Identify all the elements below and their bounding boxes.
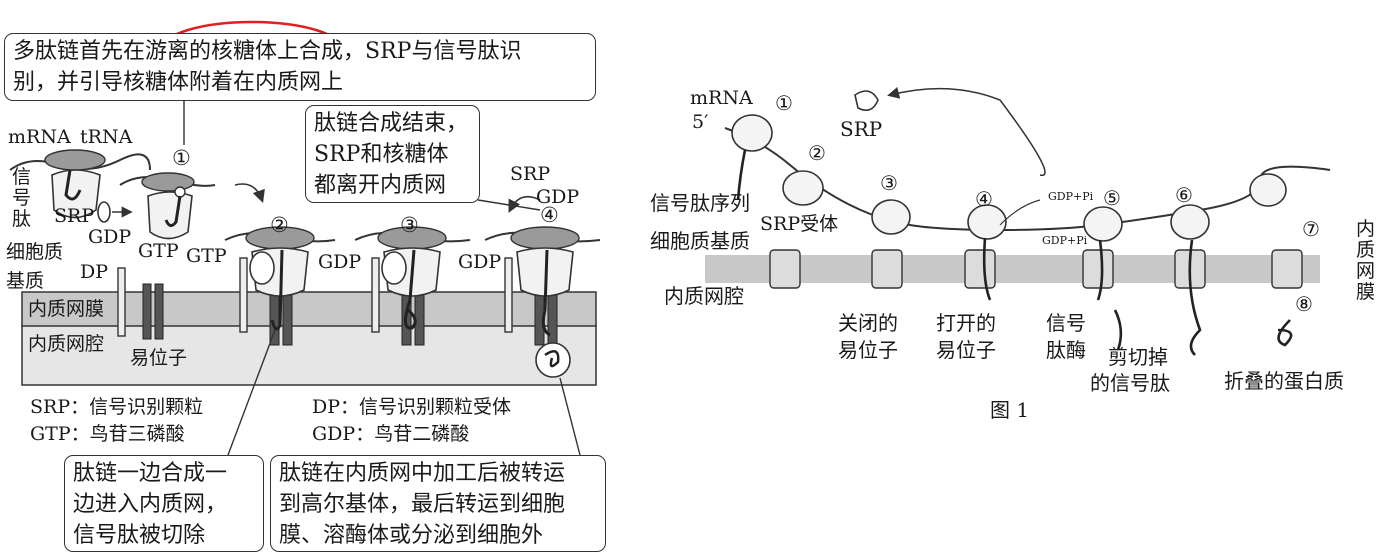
callout-top: 多肽链首先在游离的核糖体上合成，SRP与信号肽识 别，并引导核糖体附着在内质网上 [4, 33, 596, 101]
step-4-marker: ④ [540, 203, 559, 227]
callout-top-line-1: 多肽链首先在游离的核糖体上合成，SRP与信号肽识 [13, 36, 587, 67]
gdp-pi-label-2: GDP+Pi [1042, 234, 1088, 247]
closed-translocon-label-2: 易位子 [838, 338, 898, 362]
srp-free-shape [855, 91, 878, 110]
right-step-5: ⑤ [1103, 186, 1121, 210]
right-step-3: ③ [880, 171, 898, 195]
callout-br-line-1: 肽链在内质网中加工后被转运 [279, 458, 597, 489]
five-prime-label: 5′ [692, 111, 708, 133]
dp-label: DP [80, 261, 108, 283]
er-membrane-label: 内质网膜 [28, 298, 104, 320]
legend-right: DP：信号识别颗粒受体 GDP：鸟苷二磷酸 [312, 394, 511, 448]
legend-gdp: GDP：鸟苷二磷酸 [312, 421, 511, 448]
signal-peptide-label-2: 号 [12, 187, 31, 209]
step-3-marker: ③ [400, 213, 419, 237]
right-mrna-label: mRNA [690, 87, 753, 109]
signal-peptide-label-1: 信 [12, 166, 31, 188]
right-step-7: ⑦ [1302, 217, 1320, 241]
figure-caption: 图 1 [990, 398, 1029, 422]
cleaved-signal-label-1: 剪切掉 [1108, 345, 1168, 369]
right-step-8: ⑧ [1295, 292, 1313, 316]
closed-translocon-label-1: 关闭的 [838, 311, 898, 335]
callout-bl-line-2: 边进入内质网， [73, 489, 255, 520]
right-er-membrane-label-2: 质 [1356, 239, 1375, 261]
signal-peptidase-label-1: 信号 [1046, 311, 1086, 335]
callout-top-line-2: 别，并引导核糖体附着在内质网上 [13, 67, 587, 98]
cytoplasm-label-1: 细胞质 [6, 241, 63, 263]
signal-peptidase-label-2: 肽酶 [1046, 338, 1086, 362]
folded-protein-label: 折叠的蛋白质 [1224, 369, 1344, 393]
callout-br-line-2: 到高尔基体，最后转运到细胞 [279, 489, 597, 520]
gdp-label-4: GDP [458, 251, 501, 273]
gdp-label: GDP [88, 226, 131, 248]
callout-bl-line-3: 信号肽被切除 [73, 520, 255, 551]
callout-br-line-3: 膜、溶酶体或分泌到细胞外 [279, 520, 597, 551]
er-lumen-label: 内质网腔 [28, 333, 104, 355]
right-er-membrane-label-4: 膜 [1356, 281, 1375, 303]
right-er-lumen-label: 内质网腔 [664, 284, 744, 308]
srp-release-label: SRP [510, 163, 550, 185]
right-er-membrane-label-3: 网 [1356, 260, 1375, 282]
mrna-label: mRNA [8, 126, 71, 148]
right-figure: mRNA 5′ SRP 信号肽序列 SRP受体 细胞质基质 内质网腔 GDP+P… [650, 87, 1375, 422]
callout-end: 肽链合成结束， SRP和核糖体 都离开内质网 [305, 105, 480, 203]
callout-end-pointer [478, 200, 540, 210]
right-srp-label: SRP [840, 117, 882, 141]
callout-br-pointer [560, 378, 580, 455]
callout-end-line-1: 肽链合成结束， [314, 108, 471, 139]
callout-bottom-right: 肽链在内质网中加工后被转运 到高尔基体，最后转运到细胞 膜、溶酶体或分泌到细胞外 [270, 455, 606, 552]
cytoplasm-label-2: 基质 [6, 270, 44, 292]
srp-recycle-arrow [890, 89, 1045, 176]
signal-seq-label: 信号肽序列 [650, 191, 750, 215]
cleaved-signal-label-2: 的信号肽 [1090, 371, 1170, 395]
srp-label: SRP [54, 205, 94, 227]
gtp-label-1: GTP [138, 240, 179, 262]
step-2-marker: ② [270, 213, 289, 237]
legend-left: SRP：信号识别颗粒 GTP：鸟苷三磷酸 [30, 394, 203, 448]
gtp-label-2: GTP [186, 245, 227, 267]
step-1-marker: ① [172, 146, 191, 170]
legend-gtp: GTP：鸟苷三磷酸 [30, 421, 203, 448]
callout-bl-line-1: 肽链一边合成一 [73, 458, 255, 489]
right-step-6: ⑥ [1175, 183, 1193, 207]
signal-peptide-label-3: 肽 [12, 208, 31, 230]
translocon-label: 易位子 [130, 347, 187, 369]
right-step-2: ② [808, 141, 826, 165]
right-cytoplasm-label: 细胞质基质 [650, 229, 750, 253]
legend-dp: DP：信号识别颗粒受体 [312, 394, 511, 421]
right-er-membrane-label-1: 内 [1356, 218, 1375, 240]
open-translocon-label-1: 打开的 [936, 311, 996, 335]
gdp-label-3: GDP [318, 251, 361, 273]
callout-end-line-2: SRP和核糖体 [314, 139, 471, 170]
legend-srp: SRP：信号识别颗粒 [30, 394, 203, 421]
callout-bottom-left: 肽链一边合成一 边进入内质网， 信号肽被切除 [64, 455, 264, 552]
right-step-4: ④ [975, 187, 993, 211]
callout-end-line-3: 都离开内质网 [314, 170, 471, 201]
trna-label: tRNA [80, 126, 133, 148]
srp-receptor-label: SRP受体 [760, 213, 838, 235]
right-step-1: ① [775, 91, 793, 115]
gdp-pi-label-1: GDP+Pi [1048, 190, 1094, 203]
open-translocon-label-2: 易位子 [936, 338, 996, 362]
er-lumen-region [22, 325, 596, 385]
